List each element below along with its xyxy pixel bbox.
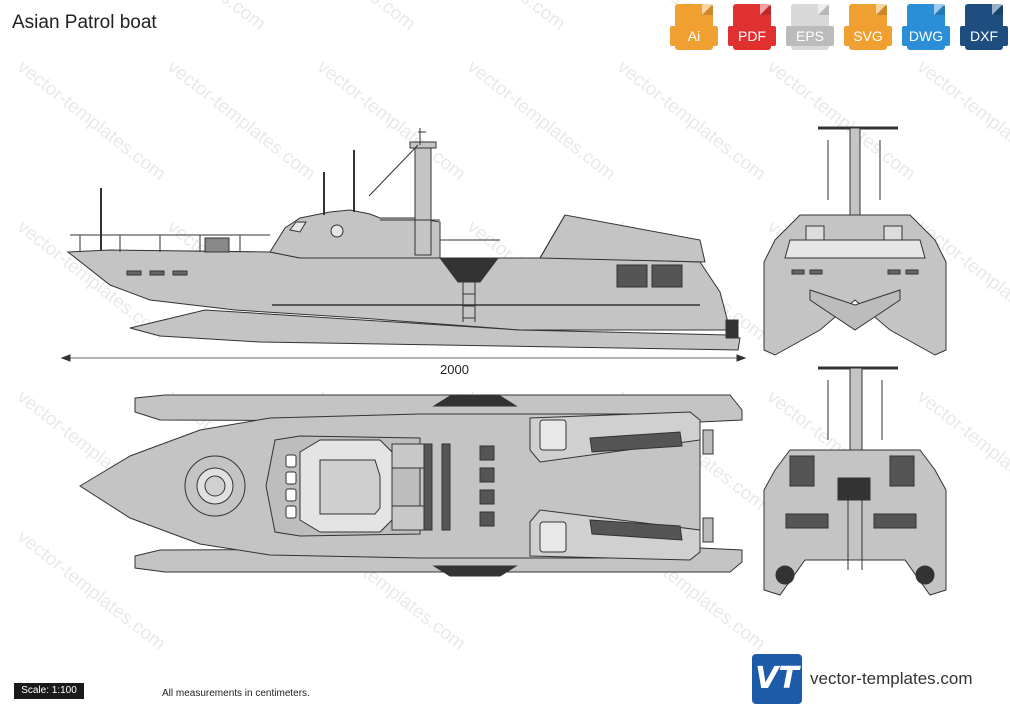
dwg-format-icon[interactable]: DWG xyxy=(902,4,952,50)
vt-logo: VT xyxy=(752,654,802,704)
ai-format-icon[interactable]: Ai xyxy=(670,4,720,50)
format-label: PDF xyxy=(728,26,776,46)
format-label: EPS xyxy=(786,26,834,46)
scale-label: Scale: 1:100 xyxy=(14,683,84,699)
format-icons: Ai PDF EPS SVG DWG DXF xyxy=(670,4,1010,50)
format-label: DWG xyxy=(902,26,950,46)
length-dimension-label: 2000 xyxy=(440,362,469,377)
format-label: SVG xyxy=(844,26,892,46)
pdf-format-icon[interactable]: PDF xyxy=(728,4,778,50)
svg-format-icon[interactable]: SVG xyxy=(844,4,894,50)
front-view xyxy=(763,126,947,356)
site-name: vector-templates.com xyxy=(810,669,973,688)
format-label: Ai xyxy=(670,26,718,46)
side-view xyxy=(66,128,741,351)
format-label: DXF xyxy=(960,26,1008,46)
dxf-format-icon[interactable]: DXF xyxy=(960,4,1010,50)
page-title: Asian Patrol boat xyxy=(12,12,157,33)
measurement-note: All measurements in centimeters. xyxy=(162,688,310,699)
length-dimension xyxy=(60,354,747,362)
eps-format-icon[interactable]: EPS xyxy=(786,4,836,50)
top-view xyxy=(79,394,743,577)
rear-view xyxy=(763,366,947,596)
